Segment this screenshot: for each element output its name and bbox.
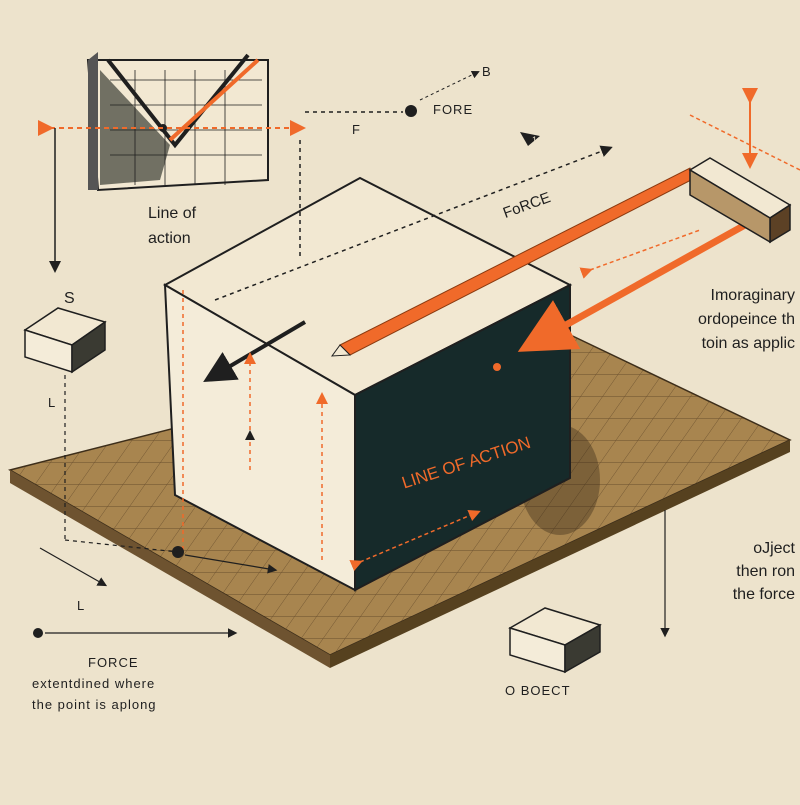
force-diagonal-label: FoRCE: [501, 189, 553, 222]
black-force-arrow: [203, 320, 307, 383]
s-block: [23, 307, 107, 374]
mid-dashed-arrow: [579, 229, 701, 279]
triangle-marker: [520, 132, 540, 146]
object-line-1: oJject: [753, 540, 795, 557]
object-line-3: the force: [732, 586, 795, 603]
bottom-force-dot: [33, 628, 43, 638]
object-block: [508, 607, 602, 674]
dark-face-dot: [493, 363, 501, 371]
s-label: S: [64, 290, 75, 307]
extended-line-1: extentdined where: [32, 676, 156, 691]
f-label: F: [352, 122, 361, 137]
l-upper-label: L: [48, 395, 57, 410]
lower-l-arrow: [39, 547, 108, 587]
left-horizontal-guide: [64, 539, 179, 553]
inset-panel: [86, 52, 269, 192]
action-label: action: [148, 230, 191, 247]
line-of-label: Line of: [148, 205, 197, 222]
obect-label: O BOECT: [505, 683, 571, 698]
imaginary-line-2: ordopeince th: [698, 311, 795, 328]
extended-line-2: the point is aplong: [32, 697, 157, 712]
fore-label: FORE: [433, 102, 474, 117]
imaginary-line-3: toin as applic: [701, 335, 795, 352]
imaginary-line-1: Imoraginary: [710, 287, 795, 304]
orange-rod-lower: [517, 221, 747, 352]
triangle-label: 1: [532, 135, 537, 145]
small-triangle: [245, 430, 255, 440]
base-arrow: [184, 554, 278, 574]
b-label: B: [482, 64, 492, 79]
fore-dot: [405, 105, 417, 117]
force-bottom-label: FORCE: [88, 655, 139, 670]
bracket-block: [688, 157, 792, 244]
bottom-span-arrow: [349, 509, 481, 572]
top-diagonal-line: [214, 145, 613, 301]
object-line-2: then ron: [736, 563, 795, 580]
l-lower-label: L: [77, 598, 86, 613]
b-arrow: [419, 71, 480, 101]
